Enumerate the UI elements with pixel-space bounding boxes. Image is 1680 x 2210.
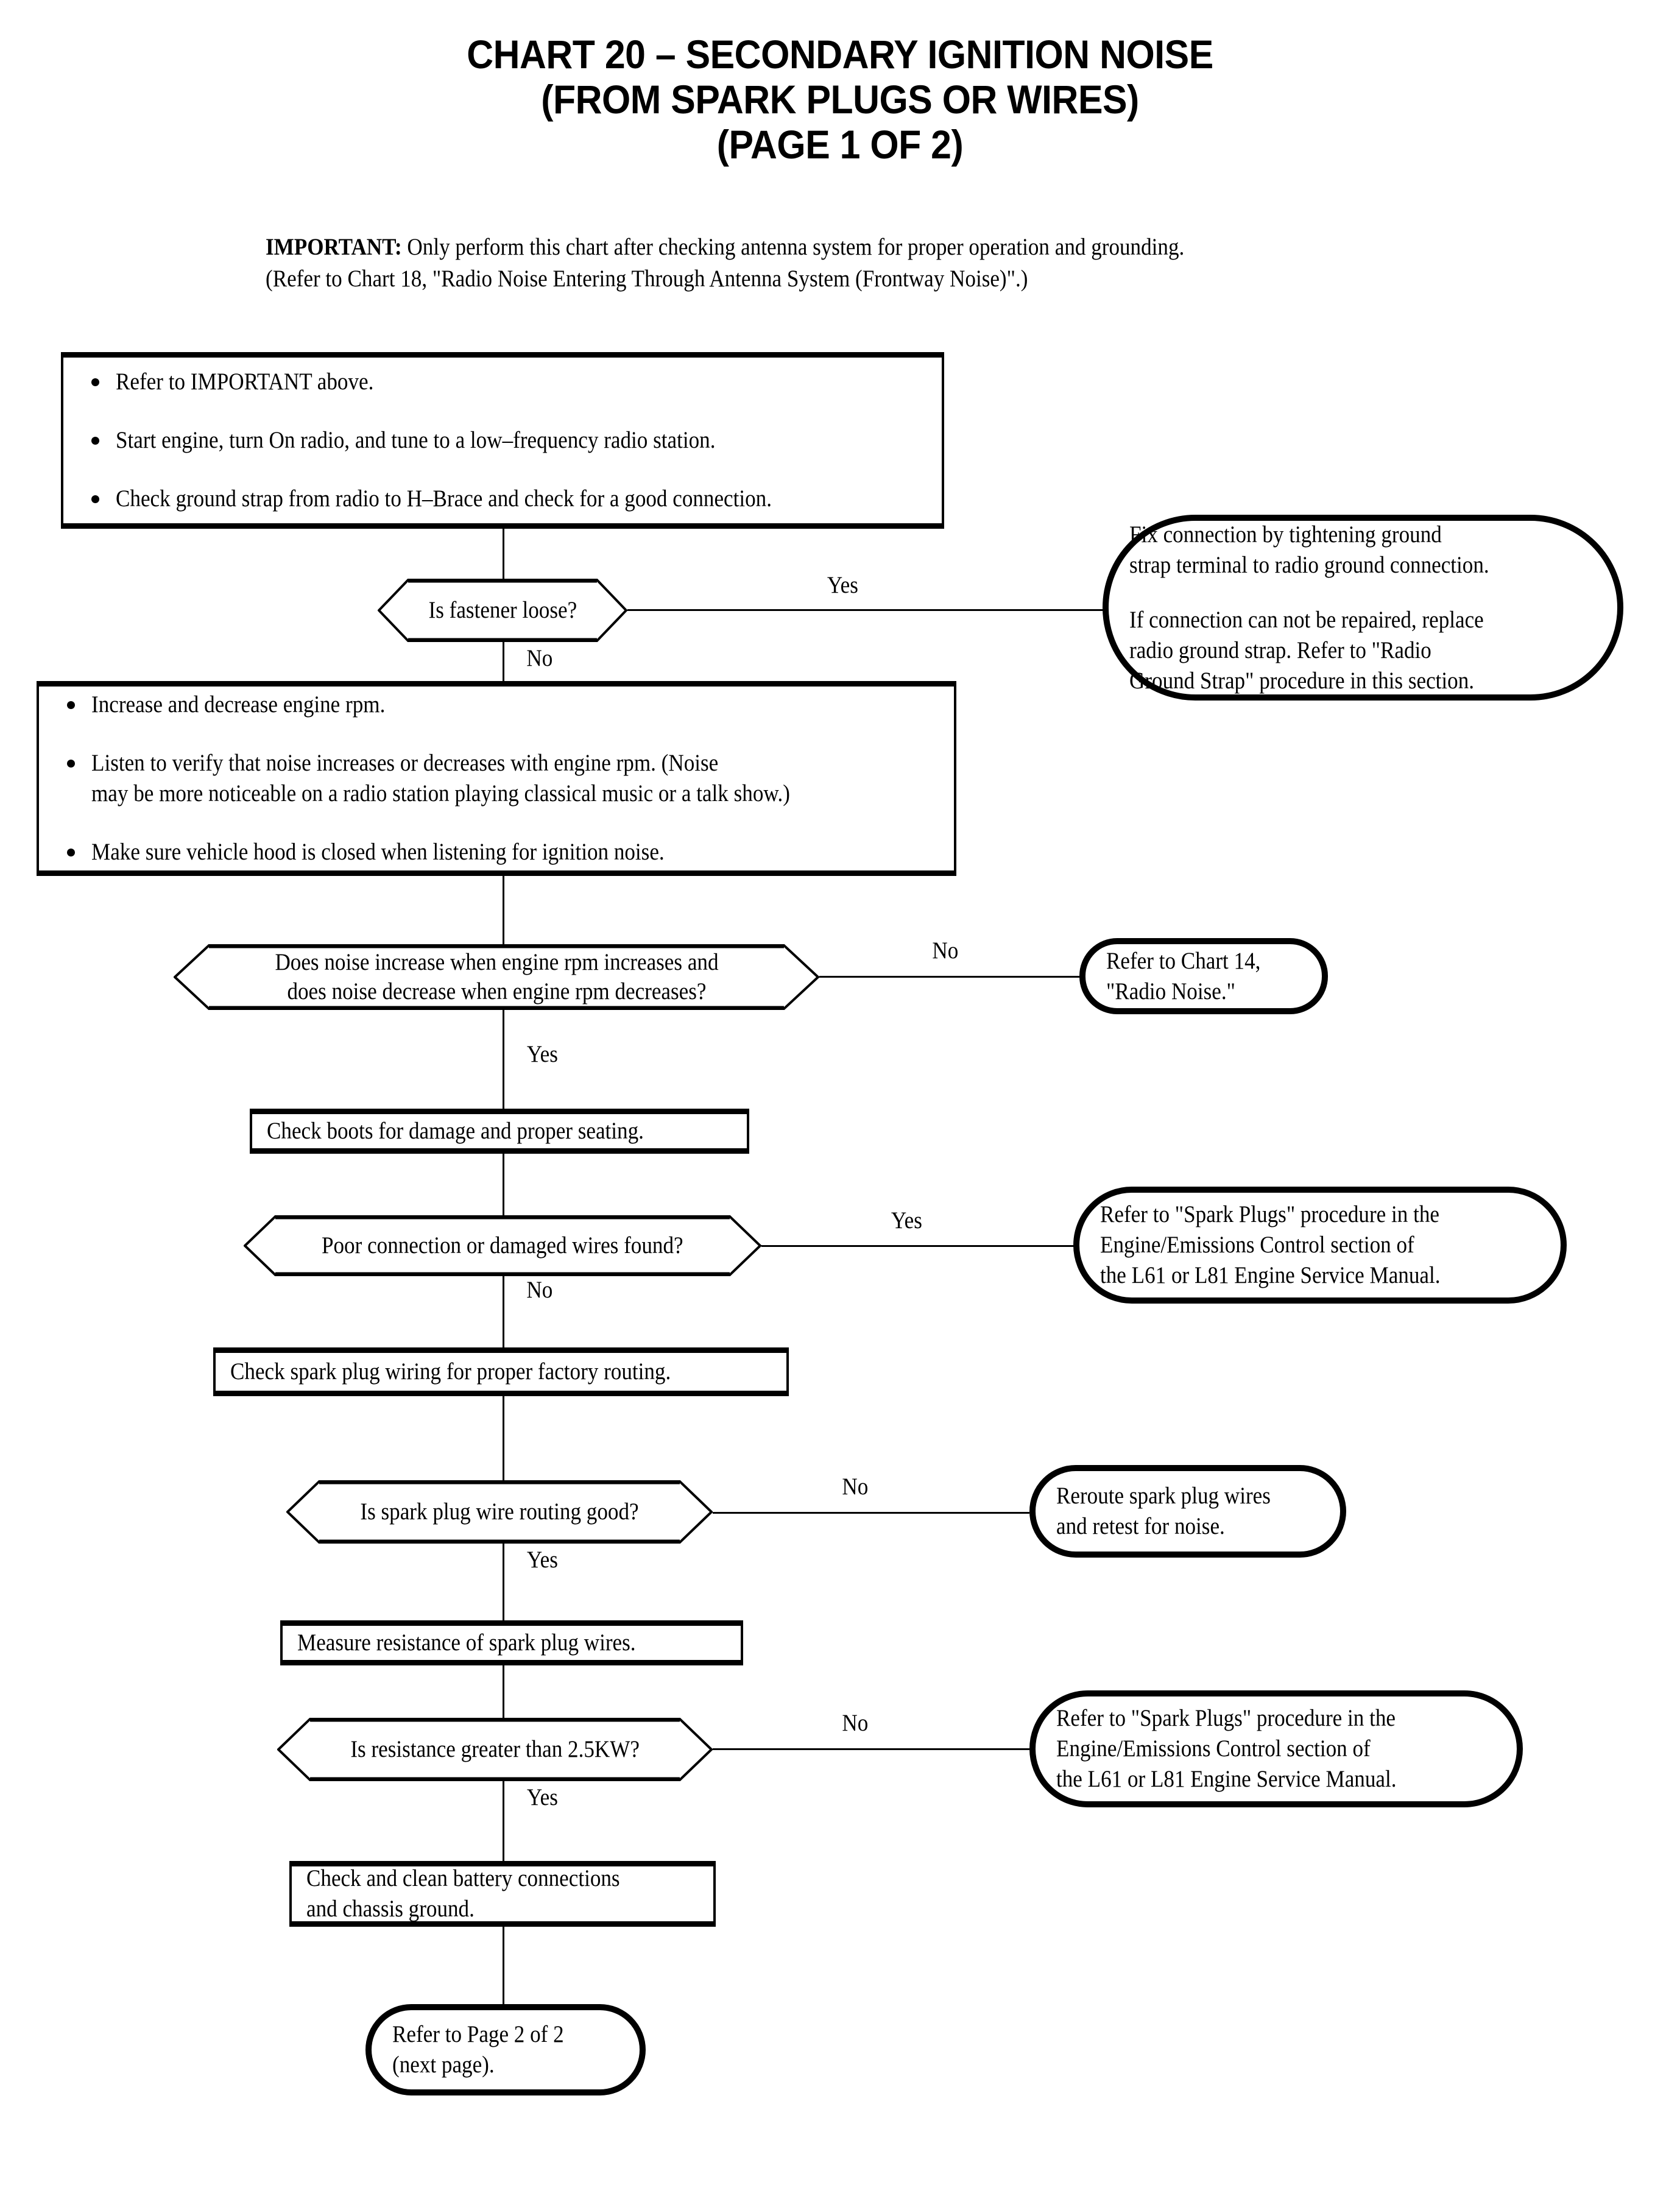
terminator-spark-plugs-reference-2: Refer to "Spark Plugs" procedure in the … [1029,1690,1523,1807]
list-item: Increase and decrease engine rpm. [54,690,939,720]
process-check-boots: Check boots for damage and proper seatin… [250,1109,749,1154]
fix-connection-line-4: radio ground strap. Refer to "Radio [1129,637,1431,663]
connector-step1-to-fastener [503,528,504,582]
terminator-fix-connection: Fix connection by tightening ground stra… [1103,515,1623,701]
connector-rpm-no [819,976,1081,978]
list-item: Check ground strap from radio to H–Brace… [78,484,927,514]
connector-routing-no [713,1512,1029,1514]
connector-boots-to-wires [503,1151,504,1218]
page-title: CHART 20 – SECONDARY IGNITION NOISE (FRO… [67,32,1612,167]
important-label: IMPORTANT: [266,234,402,260]
hexagon-shape [378,579,627,642]
important-line-1: IMPORTANT: Only perform this chart after… [266,231,1362,263]
battery-line-2: and chassis ground. [306,1896,475,1922]
branch-label-no-routing: No [842,1474,869,1500]
branch-label-no-rpm: No [932,937,959,964]
connector-fastener-yes [627,609,1109,611]
decision-is-resistance-greater: Is resistance greater than 2.5KW? [277,1718,713,1781]
spark-plugs-1-line-3: the L61 or L81 Engine Service Manual. [1100,1262,1441,1288]
decision-noise-follows-rpm: Does noise increase when engine rpm incr… [174,944,819,1010]
fix-connection-line-5: Ground Strap" procedure in this section. [1129,667,1475,694]
connector-resistance-no [713,1748,1029,1750]
terminator-reroute-wires: Reroute spark plug wires and retest for … [1029,1465,1346,1558]
connector-measure-to-resistance [503,1663,504,1751]
spark-plugs-1-line-2: Engine/Emissions Control section of [1100,1232,1414,1258]
check-routing-label: Check spark plug wiring for proper facto… [230,1358,671,1385]
list-item: Listen to verify that noise increases or… [54,748,939,809]
decision-rpm-line-1: Does noise increase when engine rpm incr… [274,949,719,975]
terminator-refer-page-2: Refer to Page 2 of 2 (next page). [365,2004,646,2095]
decision-label: Poor connection or damaged wires found? [322,1232,683,1259]
list-item: Make sure vehicle hood is closed when li… [54,837,939,867]
list-item: Start engine, turn On radio, and tune to… [78,425,927,456]
branch-label-yes-wires: Yes [891,1207,922,1234]
fix-connection-line-1: Fix connection by tightening ground [1129,521,1442,548]
process-measure-resistance: Measure resistance of spark plug wires. [280,1620,743,1665]
fix-connection-line-2: strap terminal to radio ground connectio… [1129,551,1489,578]
terminator-refer-chart-14: Refer to Chart 14, "Radio Noise." [1079,938,1328,1014]
check-boots-label: Check boots for damage and proper seatin… [267,1118,644,1144]
connector-battery-to-next [503,1922,504,2007]
process-check-battery-connections: Check and clean battery connections and … [289,1861,716,1927]
step-2-bullet-2-line-1: Listen to verify that noise increases or… [91,750,719,776]
connector-routing-box-to-hex [503,1395,504,1502]
branch-label-yes-routing: Yes [526,1547,558,1573]
important-line-2: (Refer to Chart 18, "Radio Noise Enterin… [266,266,1028,292]
decision-poor-connection-or-damaged-wires: Poor connection or damaged wires found? [244,1215,761,1276]
terminator-spark-plugs-reference-1: Refer to "Spark Plugs" procedure in the … [1073,1187,1567,1304]
fix-connection-line-3: If connection can not be repaired, repla… [1129,606,1484,633]
connector-routing-to-measure [503,1538,504,1623]
connector-fastener-to-step2 [503,640,504,687]
branch-label-yes-resistance: Yes [526,1784,558,1810]
decision-rpm-line-2: does noise decrease when engine rpm decr… [286,978,707,1004]
hexagon-shape [286,1480,713,1544]
branch-label-yes-rpm: Yes [526,1041,558,1067]
hexagon-shape [277,1718,713,1781]
connector-rpm-to-boots [503,1008,504,1110]
title-line-3: (PAGE 1 OF 2) [716,122,964,167]
branch-label-no-fastener: No [526,645,553,671]
decision-label: Is spark plug wire routing good? [360,1499,639,1525]
title-line-2: (FROM SPARK PLUGS OR WIRES) [541,77,1139,122]
connector-resistance-to-battery [503,1779,504,1865]
connector-wires-to-routing [503,1273,504,1349]
process-check-spark-plug-wiring-routing: Check spark plug wiring for proper facto… [213,1347,789,1396]
connector-step2-to-rpm [503,875,504,945]
chart14-line-1: Refer to Chart 14, [1106,947,1261,974]
battery-line-1: Check and clean battery connections [306,1865,620,1891]
next-page-line-2: (next page). [392,2052,495,2078]
spark-plugs-2-line-2: Engine/Emissions Control section of [1056,1735,1371,1762]
step-2-bullet-list: Increase and decrease engine rpm. Listen… [54,690,939,867]
decision-label: Is fastener loose? [428,597,577,623]
spark-plugs-1-line-1: Refer to "Spark Plugs" procedure in the [1100,1201,1439,1227]
spark-plugs-2-line-3: the L61 or L81 Engine Service Manual. [1056,1766,1397,1792]
decision-label: Is resistance greater than 2.5KW? [350,1736,640,1762]
decision-is-fastener-loose: Is fastener loose? [378,579,627,642]
spacer [1129,581,1550,605]
step-2-box: Increase and decrease engine rpm. Listen… [37,681,956,876]
connector-wires-yes [761,1245,1078,1247]
important-text-1: Only perform this chart after checking a… [401,234,1185,260]
next-page-line-1: Refer to Page 2 of 2 [392,2021,564,2047]
hexagon-shape [174,944,819,1010]
spark-plugs-2-line-1: Refer to "Spark Plugs" procedure in the [1056,1705,1396,1731]
important-note: IMPORTANT: Only perform this chart after… [266,231,1362,295]
list-item: Refer to IMPORTANT above. [78,367,927,397]
step-1-box: Refer to IMPORTANT above. Start engine, … [61,352,944,529]
decision-is-wire-routing-good: Is spark plug wire routing good? [286,1480,713,1544]
reroute-line-2: and retest for noise. [1056,1513,1225,1539]
step-1-bullet-list: Refer to IMPORTANT above. Start engine, … [78,367,927,514]
reroute-line-1: Reroute spark plug wires [1056,1483,1271,1509]
title-line-1: CHART 20 – SECONDARY IGNITION NOISE [467,32,1213,77]
step-2-bullet-2-line-2: may be more noticeable on a radio statio… [91,780,790,807]
decision-label: Does noise increase when engine rpm incr… [275,948,718,1006]
hexagon-shape [244,1215,761,1276]
branch-label-no-resistance: No [842,1710,869,1736]
branch-label-yes-fastener: Yes [827,572,858,598]
chart14-line-2: "Radio Noise." [1106,978,1235,1004]
measure-resistance-label: Measure resistance of spark plug wires. [297,1629,636,1656]
branch-label-no-wires: No [526,1277,553,1303]
